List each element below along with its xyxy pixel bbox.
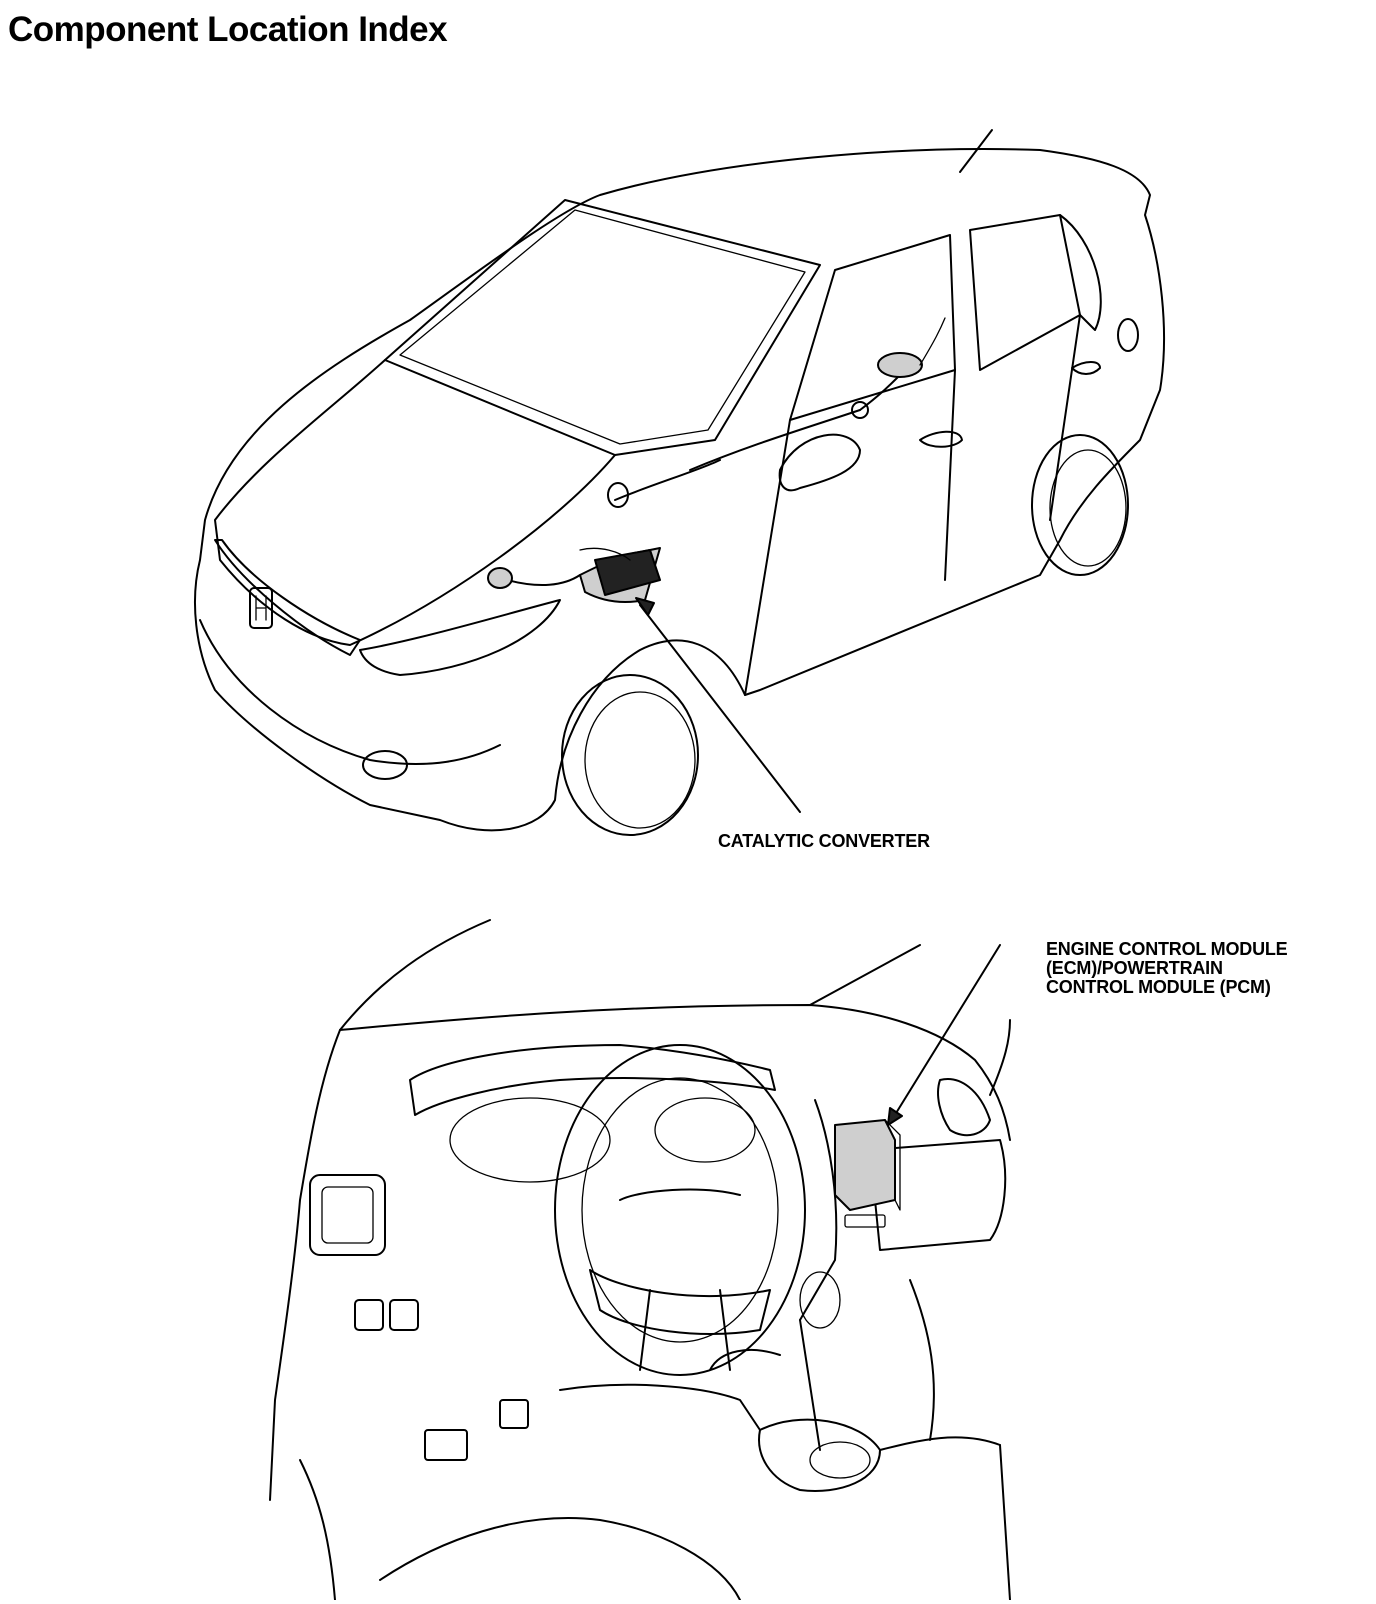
right-vent [937,1078,991,1137]
catalytic-converter-label: CATALYTIC CONVERTER [718,831,930,851]
left-vent [309,1174,386,1256]
shift-lever [799,1319,821,1451]
glove-box [869,1139,1007,1251]
light-switch [389,1299,419,1331]
front-wheel [561,674,699,836]
steering-wheel [554,1044,806,1376]
accelerator-pedal [499,1399,529,1429]
antenna-icon [959,129,993,173]
ecm-module [834,1119,901,1228]
ecm-pcm-label: ENGINE CONTROL MODULE (ECM)/POWERTRAIN C… [1046,940,1366,997]
ecm-pcm-label-line-1: ENGINE CONTROL MODULE [1046,939,1288,959]
ecm-pcm-label-line-3: CONTROL MODULE (PCM) [1046,977,1271,997]
page-title: Component Location Index [8,10,448,49]
ecm-leader [887,944,1001,1126]
fog-lamp [362,750,408,780]
mirror-switch [354,1299,384,1331]
gauge-cluster [449,1097,611,1183]
brand-logo-icon [249,587,273,629]
catalytic-converter-leader [635,597,801,813]
center-console [758,1418,881,1492]
brake-pedal [424,1429,468,1461]
car-exhaust-illustration [194,129,1166,836]
front-grille [214,539,361,656]
dashboard-top [339,1004,1011,1141]
rear-wheel [1031,434,1129,576]
windshield [384,199,821,456]
side-mirror [778,433,861,492]
exhaust-system [487,317,946,603]
rear-side-window [969,214,1081,371]
hood [214,359,616,646]
dashboard-illustration [269,919,1011,1600]
instrument-cluster-hood [409,1044,776,1116]
ecm-pcm-label-line-2: (ECM)/POWERTRAIN [1046,958,1223,978]
car-body-outline [194,148,1166,832]
